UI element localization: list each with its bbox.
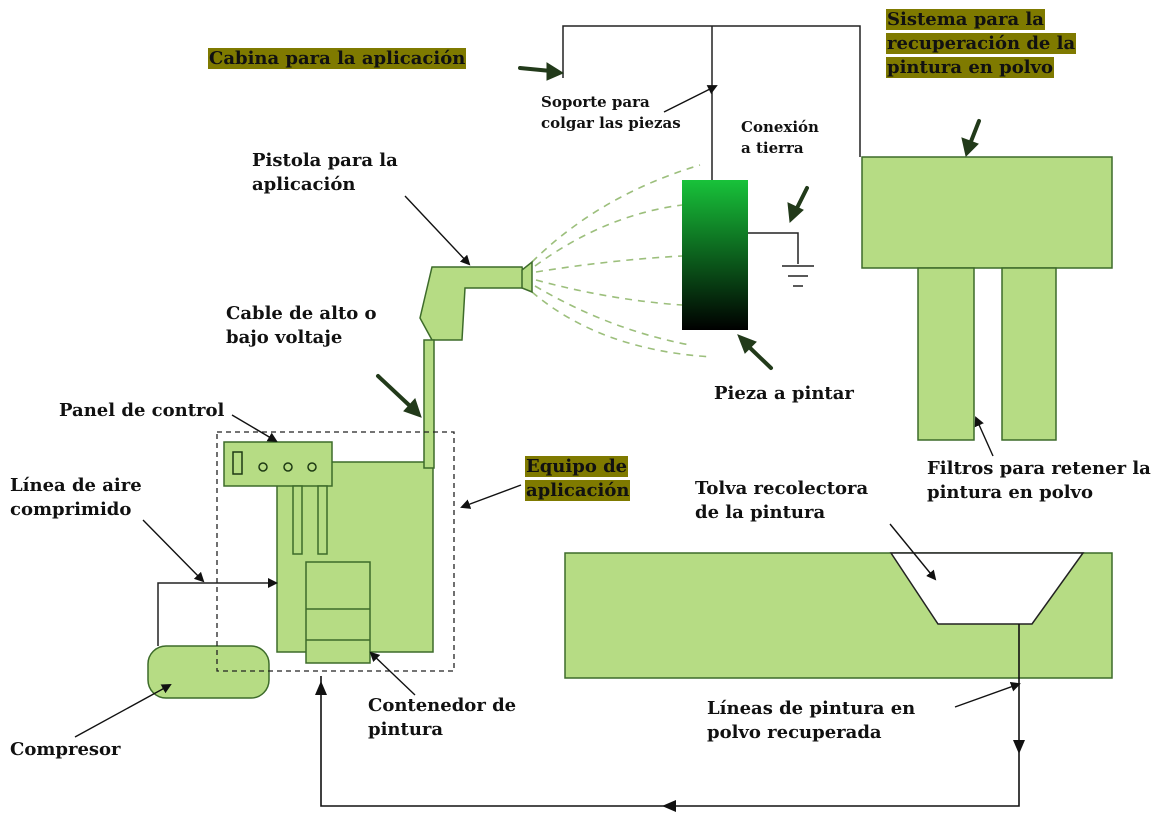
panel-knob-3	[307, 462, 317, 472]
control-panel	[223, 441, 333, 487]
arrow-pistola	[404, 195, 471, 266]
recovery-system	[861, 156, 1113, 441]
container-dividers	[306, 608, 370, 641]
arrow-tolva	[889, 523, 937, 581]
gun-cable	[423, 339, 435, 469]
pointer-arrows	[74, 85, 1021, 738]
label-pieza: Pieza a pintar	[714, 383, 854, 404]
label-cable: Cable de alto o bajo voltaje	[226, 303, 377, 348]
arrow-contenedor	[369, 651, 416, 696]
arrow-equipo	[460, 484, 522, 509]
label-tolva: Tolva recolectora de la pintura	[695, 478, 869, 523]
label-cabina: Cabina para la aplicación	[208, 48, 467, 69]
label-pistola: Pistola para la aplicación	[252, 150, 398, 195]
arrow-soporte	[663, 85, 718, 113]
hose-1	[292, 485, 303, 555]
arrow-panel	[231, 414, 278, 443]
label-conexion: Conexión a tierra	[741, 118, 819, 157]
filter-right	[1001, 267, 1057, 441]
application-equipment	[223, 260, 533, 664]
arrow-sistema	[968, 119, 981, 146]
arrow-filtros	[974, 416, 994, 457]
hopper	[564, 552, 1113, 679]
return-line-arrows	[315, 681, 1025, 812]
label-soporte: Soporte para colgar las piezas	[541, 93, 681, 132]
label-filtros: Filtros para retener la pintura en polvo	[927, 458, 1151, 503]
ground-connection	[748, 232, 814, 287]
label-linea-aire: Línea de aire comprimido	[10, 475, 142, 520]
label-lineas-pintura: Líneas de pintura en polvo recuperada	[707, 698, 916, 743]
spray-gun	[419, 266, 527, 341]
bold-arrows	[376, 62, 981, 418]
arrow-cabina	[518, 66, 553, 73]
recovery-hood	[861, 156, 1113, 269]
panel-controls	[232, 451, 317, 475]
workpiece	[682, 180, 748, 330]
arrow-conexion	[794, 186, 809, 212]
label-contenedor: Contenedor de pintura	[368, 695, 517, 740]
arrow-linea-aire	[142, 519, 205, 583]
label-compresor: Compresor	[10, 739, 121, 760]
panel-knob-1	[258, 462, 268, 472]
compressor	[147, 645, 270, 699]
arrow-pieza	[745, 343, 773, 370]
panel-switch	[232, 451, 243, 475]
arrow-lineas	[954, 682, 1021, 708]
air-line	[157, 578, 278, 646]
arrow-cable	[376, 374, 412, 408]
hopper-cavity	[889, 552, 1085, 625]
spray-pattern	[531, 164, 713, 358]
filter-left	[917, 267, 975, 441]
hose-2	[317, 485, 328, 555]
arrow-compresor	[74, 684, 172, 738]
panel-knob-2	[283, 462, 293, 472]
gun-nozzle	[521, 260, 533, 294]
equipment-boundary	[216, 431, 455, 672]
hanger-support	[562, 25, 861, 180]
paint-container	[305, 561, 371, 664]
label-panel: Panel de control	[59, 400, 225, 421]
